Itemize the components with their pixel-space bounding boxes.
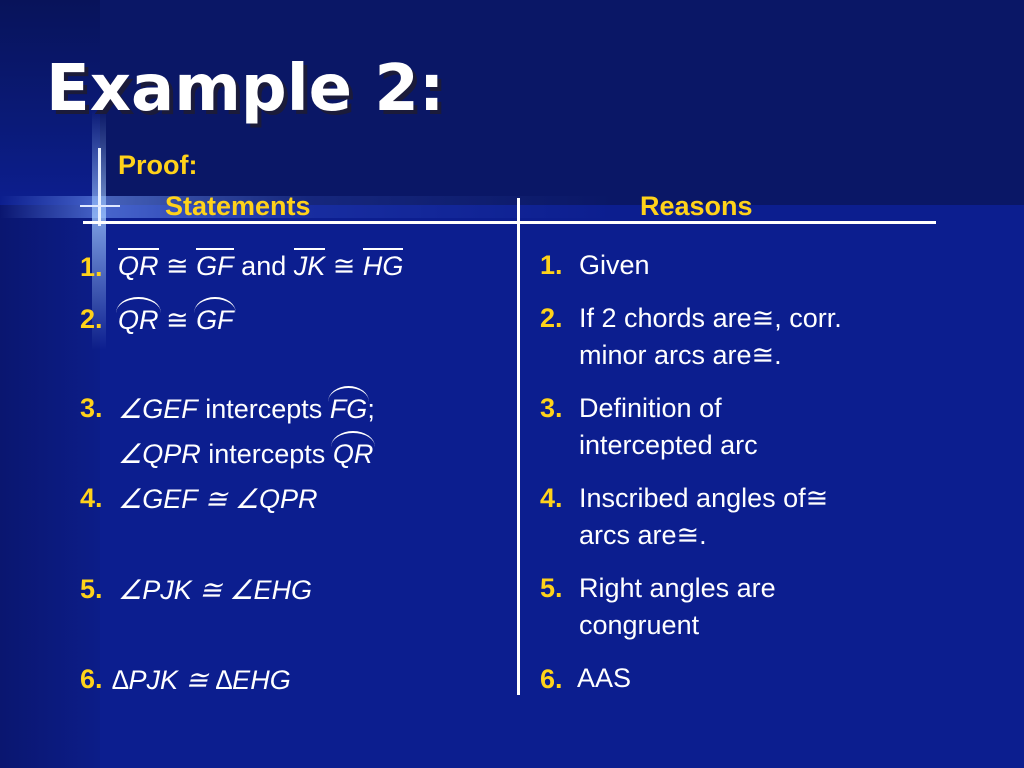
reason-4-line-1: Inscribed angles of≅ (579, 483, 829, 513)
reason-2-line-1: If 2 chords are≅, corr. (579, 303, 842, 333)
reason-1: Given (579, 250, 650, 280)
statement-3-line-1: ∠GEF intercepts FG; (118, 386, 375, 425)
segment-hg: HG (362, 248, 404, 281)
statement-5: ∠PJK ≅ ∠EHG (118, 575, 313, 605)
reason-4-number: 4. (540, 483, 563, 513)
statement-6: ∆PJK ≅ ∆EHG (112, 665, 291, 695)
arc-qr: QR (116, 297, 160, 335)
statement-6-number: 6. (80, 664, 103, 694)
reason-5-line-2: congruent (579, 610, 700, 640)
statement-4-number: 4. (80, 483, 103, 513)
reason-3-line-1: Definition of (579, 393, 722, 423)
header-rule (83, 221, 936, 224)
intercepts-word: intercepts (208, 439, 326, 469)
arc-gf: GF (194, 297, 236, 335)
reason-2-number: 2. (540, 303, 563, 333)
angle-gef: ∠GEF (118, 394, 198, 424)
reason-1-number: 1. (540, 250, 563, 280)
congruent-symbol: ≅ (332, 251, 356, 281)
reason-3-line-2: intercepted arc (579, 430, 758, 460)
arc-qr: QR (330, 431, 375, 469)
statement-3-line-2: ∠QPR intercepts QR (118, 431, 375, 470)
column-divider (517, 198, 520, 695)
segment-qr: QR (118, 248, 159, 281)
angle-qpr: ∠QPR (118, 439, 201, 469)
arc-fg: FG (327, 386, 369, 424)
statement-4: ∠GEF ≅ ∠QPR (118, 484, 318, 514)
proof-label: Proof: (118, 150, 198, 180)
statement-1: QR ≅ GF and JK ≅ HG (118, 248, 404, 282)
slide-title: Example 2: (46, 52, 445, 126)
statement-2-number: 2. (80, 304, 103, 334)
reason-3-number: 3. (540, 393, 563, 423)
statement-3-number: 3. (80, 393, 103, 423)
statement-1-number: 1. (80, 252, 103, 282)
reason-6-number: 6. (540, 664, 563, 694)
intercepts-word: intercepts (205, 394, 323, 424)
reasons-header: Reasons (640, 191, 753, 221)
segment-jk: JK (293, 248, 326, 281)
statement-5-number: 5. (80, 574, 103, 604)
statements-header: Statements (165, 191, 311, 221)
reason-6: AAS (577, 663, 632, 693)
semicolon: ; (367, 394, 375, 424)
reason-2-line-2: minor arcs are≅. (579, 340, 782, 370)
statement-2: QR ≅ GF (116, 297, 236, 336)
and-word: and (241, 251, 287, 281)
segment-gf: GF (196, 248, 234, 281)
reason-5-number: 5. (540, 573, 563, 603)
reason-4-line-2: arcs are≅. (579, 520, 707, 550)
congruent-symbol: ≅ (166, 251, 189, 281)
reason-5-line-1: Right angles are (579, 573, 776, 603)
congruent-symbol: ≅ (166, 305, 189, 335)
